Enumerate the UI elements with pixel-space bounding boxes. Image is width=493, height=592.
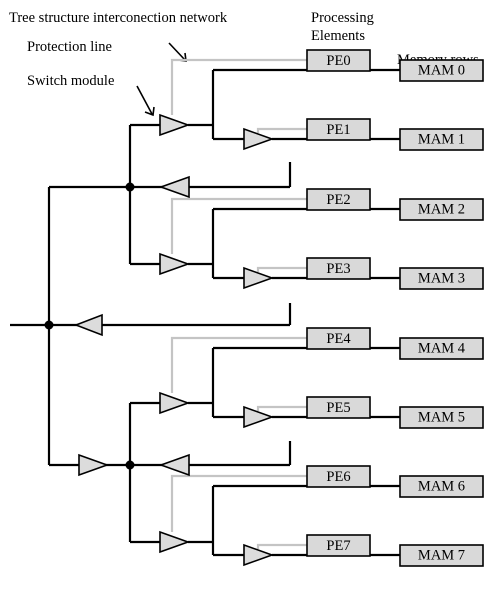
processing-label-line1: Processing xyxy=(311,10,374,26)
protection-line-arrow xyxy=(168,42,187,62)
switch-module xyxy=(243,266,275,290)
pe-box-0: PE0 xyxy=(306,49,371,72)
pe-label: PE3 xyxy=(326,261,350,277)
switch-return-upper xyxy=(158,175,190,199)
mam-label: MAM 1 xyxy=(418,132,465,148)
pe-box-3: PE3 xyxy=(306,257,371,280)
mam-box-rect xyxy=(399,198,484,221)
pe-box-rect xyxy=(306,49,371,72)
pe-label: PE1 xyxy=(326,122,350,138)
pe-box-6: PE6 xyxy=(306,465,371,488)
switch-module-arrow xyxy=(136,85,155,117)
switch-return-lower xyxy=(158,453,190,477)
pe-box-5: PE5 xyxy=(306,396,371,419)
mam-box-rect xyxy=(399,475,484,498)
mam-box-rect xyxy=(399,406,484,429)
mam-box-rect xyxy=(399,59,484,82)
pe-box-1: PE1 xyxy=(306,118,371,141)
pe-label: PE5 xyxy=(326,400,350,416)
mam-label: MAM 2 xyxy=(418,202,465,218)
mam-box-6: MAM 6 xyxy=(399,475,484,498)
mam-label: MAM 7 xyxy=(418,548,465,564)
switch-return-root xyxy=(73,313,103,337)
switch-module xyxy=(159,530,191,554)
mam-box-5: MAM 5 xyxy=(399,406,484,429)
mam-label: MAM 6 xyxy=(418,479,465,495)
network-title-label: Tree structure interconection network xyxy=(9,10,228,26)
processing-label-line2: Elements xyxy=(311,28,365,44)
mam-box-rect xyxy=(399,544,484,567)
pe-label: PE6 xyxy=(326,469,350,485)
mam-label: MAM 3 xyxy=(418,271,465,287)
mam-box-4: MAM 4 xyxy=(399,337,484,360)
switch-modules xyxy=(73,113,275,567)
pe-box-7: PE7 xyxy=(306,534,371,557)
switch-module xyxy=(243,127,275,151)
pe-label: PE0 xyxy=(326,53,350,69)
mam-label: MAM 5 xyxy=(418,410,465,426)
protection-line-label: Protection line xyxy=(27,39,112,55)
switch-module xyxy=(243,405,275,429)
pe-box-rect xyxy=(306,534,371,557)
pe-label: PE7 xyxy=(326,538,350,554)
pe-label: PE2 xyxy=(326,192,350,208)
trunk-wires xyxy=(10,125,292,542)
mam-box-7: MAM 7 xyxy=(399,544,484,567)
mam-label: MAM 0 xyxy=(418,63,465,79)
pe-box-rect xyxy=(306,257,371,280)
junction-dot-root xyxy=(44,320,54,330)
mam-box-rect xyxy=(399,128,484,151)
mam-box-2: MAM 2 xyxy=(399,198,484,221)
switch-module xyxy=(159,252,191,276)
pe-box-rect xyxy=(306,118,371,141)
pe-box-rect xyxy=(306,188,371,211)
pe-box-4: PE4 xyxy=(306,327,371,350)
switch-module xyxy=(159,391,191,415)
pe-box-2: PE2 xyxy=(306,188,371,211)
switch-module xyxy=(159,113,191,137)
mam-box-0: MAM 0 xyxy=(399,59,484,82)
mam-box-3: MAM 3 xyxy=(399,267,484,290)
pe-box-rect xyxy=(306,465,371,488)
mam-box-1: MAM 1 xyxy=(399,128,484,151)
pe-box-rect xyxy=(306,327,371,350)
switch-module xyxy=(243,543,275,567)
memory-rows: MAM 0 MAM 1 MAM 2 MAM 3 MAM 4 MAM 5 MAM 6 MAM 7 xyxy=(399,59,484,567)
junction-dot-lower xyxy=(125,460,135,470)
pe-label: PE4 xyxy=(326,331,351,347)
switch-module-label: Switch module xyxy=(27,73,114,89)
switch-forward-lower xyxy=(78,453,110,477)
junction-dot-upper xyxy=(125,182,135,192)
mam-label: MAM 4 xyxy=(418,341,466,357)
protection-lines xyxy=(170,58,307,549)
pe-box-rect xyxy=(306,396,371,419)
mam-box-rect xyxy=(399,337,484,360)
mam-box-rect xyxy=(399,267,484,290)
junction-dots xyxy=(44,182,135,470)
